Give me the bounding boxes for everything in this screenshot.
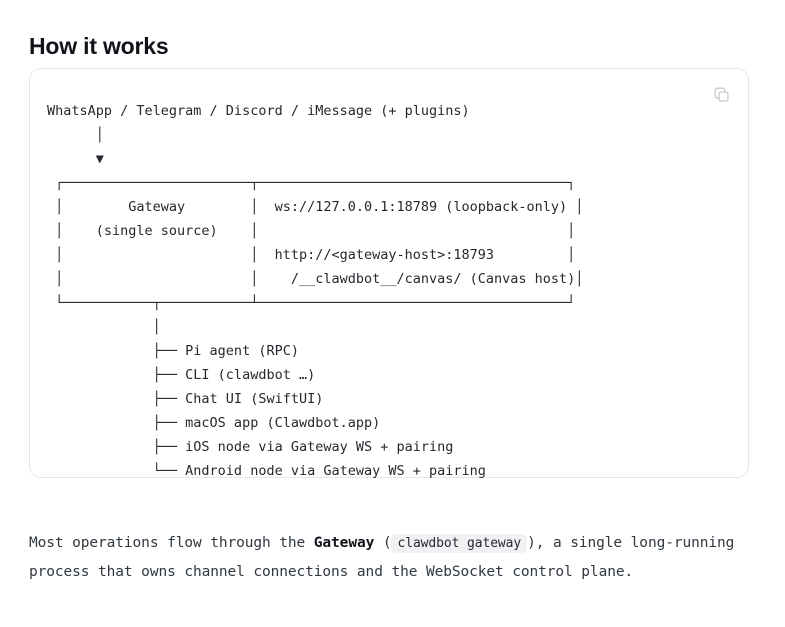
page-title: How it works (29, 33, 169, 60)
description-paragraph: Most operations flow through the Gateway… (29, 529, 751, 586)
inline-code-clawdbot-gateway: clawdbot gateway (391, 533, 528, 553)
ascii-architecture-diagram: WhatsApp / Telegram / Discord / iMessage… (47, 102, 584, 479)
code-block-card: WhatsApp / Telegram / Discord / iMessage… (29, 68, 749, 479)
copy-icon[interactable] (710, 83, 734, 107)
gateway-bold-term: Gateway (313, 534, 375, 551)
paragraph-text-tail: ), a single long-running process that ow… (29, 534, 735, 580)
paragraph-text-lead: Most operations flow through the (29, 534, 314, 551)
paragraph-paren-open: ( (374, 534, 392, 551)
